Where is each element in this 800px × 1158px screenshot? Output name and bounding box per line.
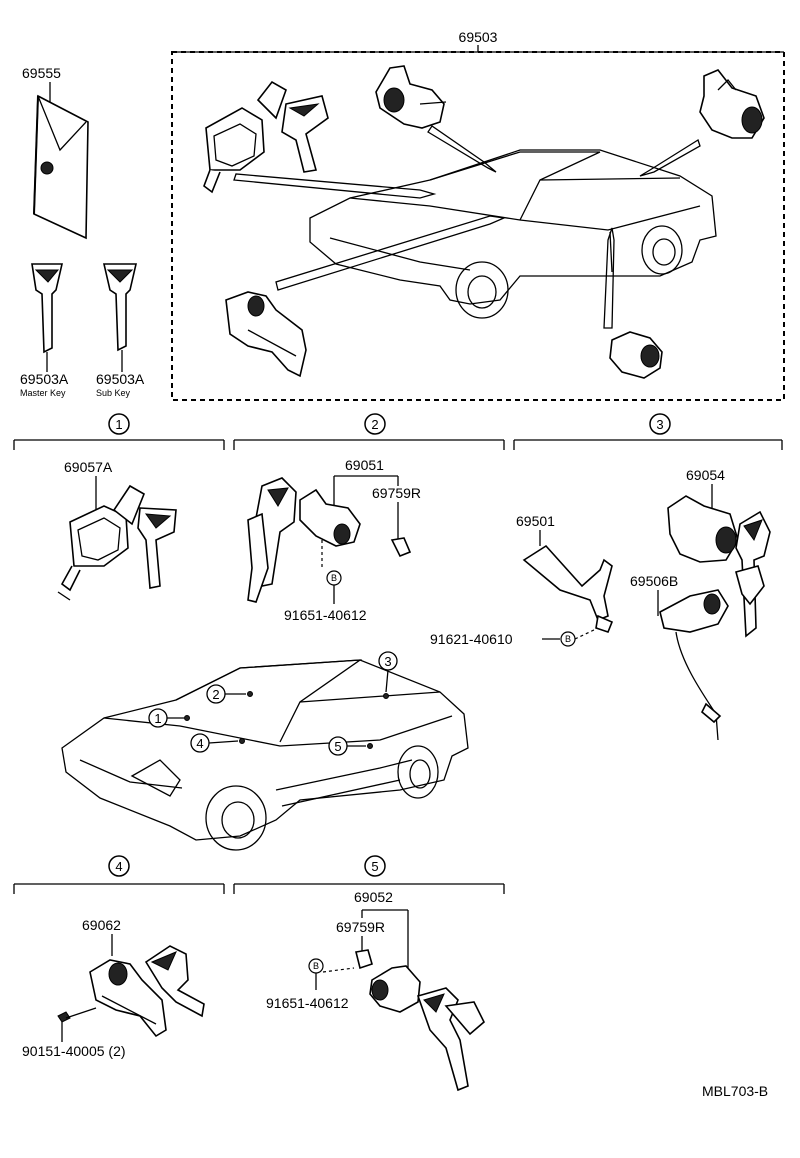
door-lock-69052: 69052 69759R B 91651-40612 <box>266 889 485 1092</box>
label-sub-key: Sub Key <box>96 388 131 398</box>
label-69051: 69051 <box>345 457 384 473</box>
section-header-3: 3 <box>513 413 783 450</box>
door-lock-top-right <box>699 69 765 139</box>
label-91651-40612-b: 91651-40612 <box>266 995 349 1011</box>
callout-5: 5 <box>328 736 373 756</box>
car-illustration-middle <box>61 659 469 851</box>
callout-4: 4 <box>190 733 245 753</box>
door-lock-bottom-frame <box>609 331 663 379</box>
label-69503: 69503 <box>459 29 498 45</box>
pointer-arrows-top <box>233 125 701 329</box>
sub-key-69503A: 69503A Sub Key <box>96 263 145 398</box>
b-marker-2: B <box>331 573 337 583</box>
callout-3: 3 <box>378 651 398 699</box>
section-number-5: 5 <box>371 859 378 874</box>
luggage-lock-69062: 69062 90151-40005 (2) <box>22 917 205 1059</box>
ignition-lock-69057A: 69057A <box>57 459 177 601</box>
callout-number-2: 2 <box>212 687 219 702</box>
label-69759R-a: 69759R <box>372 485 421 501</box>
section-number-4: 4 <box>115 859 122 874</box>
callout-number-3: 3 <box>384 654 391 669</box>
cable-69506B: 69506B <box>630 573 729 741</box>
label-69052: 69052 <box>354 889 393 905</box>
key-plate-69555: 69555 <box>22 65 89 240</box>
label-69057A: 69057A <box>64 459 113 475</box>
section-number-3: 3 <box>656 417 663 432</box>
section-number-2: 2 <box>371 417 378 432</box>
label-69555: 69555 <box>22 65 61 81</box>
luggage-lock-top <box>225 291 307 378</box>
label-69062: 69062 <box>82 917 121 933</box>
group-frame-69503: 69503 <box>171 29 785 401</box>
section-header-2: 2 <box>233 413 505 450</box>
label-90151-40005: 90151-40005 (2) <box>22 1043 126 1059</box>
label-91651-40612-a: 91651-40612 <box>284 607 367 623</box>
trunk-lock-69054: 69054 <box>667 467 771 638</box>
callout-2: 2 <box>206 684 253 704</box>
callout-number-1: 1 <box>154 711 161 726</box>
master-key-69503A: 69503A Master Key <box>20 263 69 398</box>
door-lock-69051: 69051 69759R B 91651-40612 <box>247 457 421 623</box>
label-69503A-master: 69503A <box>20 371 69 387</box>
diagram-code: MBL703-B <box>702 1083 768 1099</box>
label-69054: 69054 <box>686 467 725 483</box>
release-lever-69501: 69501 91621-40610 B <box>430 513 614 647</box>
label-69501: 69501 <box>516 513 555 529</box>
callout-1: 1 <box>148 708 190 728</box>
callout-number-5: 5 <box>334 739 341 754</box>
b-marker-5: B <box>313 961 319 971</box>
label-master-key: Master Key <box>20 388 66 398</box>
section-header-5: 5 <box>233 855 505 894</box>
label-69506B: 69506B <box>630 573 678 589</box>
section-header-4: 4 <box>13 855 225 894</box>
door-lock-top-center <box>375 65 447 129</box>
section-header-1: 1 <box>13 413 225 450</box>
b-marker-3: B <box>565 634 571 644</box>
section-number-1: 1 <box>115 417 122 432</box>
label-91621-40610: 91621-40610 <box>430 631 513 647</box>
callout-number-4: 4 <box>196 736 203 751</box>
car-illustration-top <box>309 149 717 319</box>
label-69503A-sub: 69503A <box>96 371 145 387</box>
ignition-lock-top <box>203 80 329 194</box>
label-69759R-b: 69759R <box>336 919 385 935</box>
